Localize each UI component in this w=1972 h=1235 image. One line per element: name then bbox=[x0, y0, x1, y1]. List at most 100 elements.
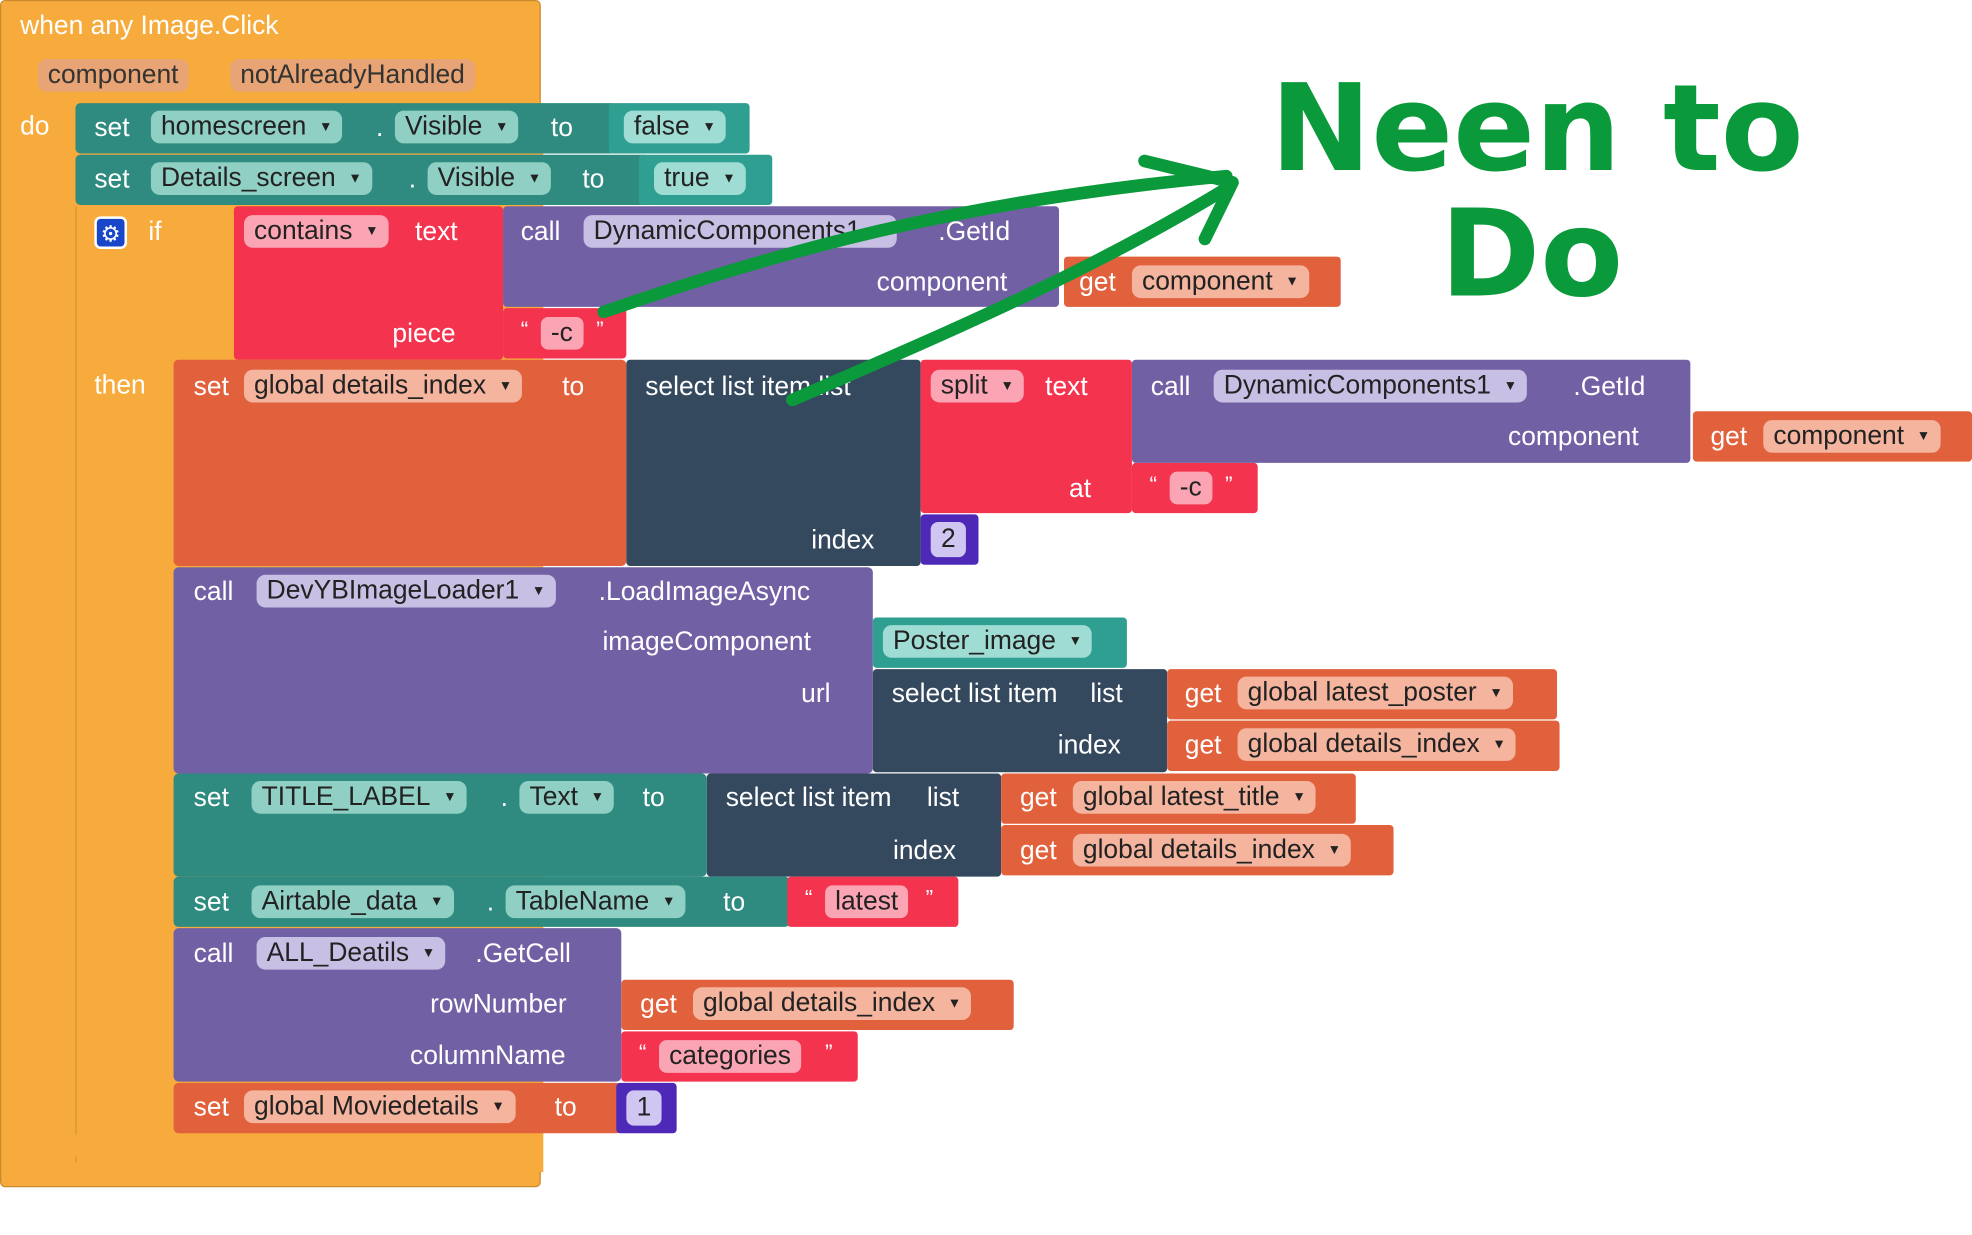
index-label: index bbox=[892, 836, 957, 866]
property-dropdown-visible[interactable]: Visible▼ bbox=[394, 110, 519, 144]
get-keyword: get bbox=[1184, 730, 1222, 760]
quote-open: “ bbox=[638, 1040, 647, 1066]
method-label-getid: .GetId bbox=[938, 217, 1011, 247]
quote-open: “ bbox=[1149, 471, 1158, 497]
to-label: to bbox=[554, 1092, 577, 1122]
component-dropdown-airtable-data[interactable]: Airtable_data▼ bbox=[251, 885, 454, 919]
list-label: list bbox=[926, 783, 960, 813]
annotation-arrow-stroke-1 bbox=[597, 169, 1233, 319]
param-component[interactable]: component bbox=[37, 59, 189, 92]
set-keyword: set bbox=[193, 887, 229, 917]
at-label: at bbox=[1069, 474, 1092, 504]
component-dropdown-details-screen[interactable]: Details_screen▼ bbox=[150, 162, 373, 195]
get-keyword: get bbox=[640, 989, 677, 1019]
get-keyword: get bbox=[1710, 422, 1748, 452]
number-value[interactable]: 1 bbox=[626, 1090, 662, 1126]
number-value[interactable]: 2 bbox=[930, 521, 966, 558]
quote-close: ” bbox=[596, 316, 604, 343]
variable-dropdown-latest-poster[interactable]: global latest_poster▼ bbox=[1237, 676, 1514, 710]
variable-dropdown-moviedetails[interactable]: global Moviedetails▼ bbox=[243, 1090, 516, 1124]
quote-close: ” bbox=[925, 885, 934, 911]
method-label-load-image-async: .LoadImageAsync bbox=[598, 577, 811, 607]
text-literal-value[interactable]: latest bbox=[825, 885, 909, 919]
dot-separator: . bbox=[408, 164, 417, 194]
select-list-item-label: select list item bbox=[891, 679, 1058, 709]
component-dropdown-dynamic-components[interactable]: DynamicComponents1▼ bbox=[583, 215, 898, 248]
boolean-dropdown-false[interactable]: false▼ bbox=[623, 110, 727, 144]
dot-separator: . bbox=[376, 113, 384, 143]
set-keyword: set bbox=[193, 783, 229, 813]
variable-dropdown-details-index[interactable]: global details_index▼ bbox=[692, 987, 972, 1020]
variable-dropdown-component[interactable]: component▼ bbox=[1763, 420, 1941, 453]
dot-separator: . bbox=[500, 783, 508, 813]
text-literal-value[interactable]: categories bbox=[659, 1040, 802, 1073]
call-keyword: call bbox=[193, 577, 234, 607]
quote-close: ” bbox=[1224, 471, 1233, 497]
variable-dropdown-component[interactable]: component▼ bbox=[1131, 265, 1310, 299]
call-keyword: call bbox=[520, 217, 561, 247]
if-bottom-arm bbox=[75, 1134, 234, 1160]
if-keyword: if bbox=[148, 217, 162, 247]
set-keyword: set bbox=[94, 164, 130, 194]
to-label: to bbox=[582, 164, 605, 194]
variable-dropdown-details-index[interactable]: global details_index▼ bbox=[1072, 833, 1352, 867]
text-label: text bbox=[1045, 372, 1088, 402]
contains-dropdown[interactable]: contains▼ bbox=[243, 215, 389, 248]
select-list-item-block[interactable] bbox=[706, 773, 1002, 877]
text-label: text bbox=[415, 217, 458, 247]
select-list-item-block[interactable] bbox=[872, 669, 1168, 773]
component-dropdown-poster-image[interactable]: Poster_image▼ bbox=[882, 625, 1093, 658]
call-keyword: call bbox=[193, 939, 234, 969]
component-arg-label: component bbox=[1507, 422, 1639, 452]
component-dropdown-dynamic-components[interactable]: DynamicComponents1▼ bbox=[1213, 369, 1528, 403]
quote-open: “ bbox=[804, 885, 813, 911]
variable-dropdown-details-index[interactable]: global details_index▼ bbox=[1237, 728, 1516, 761]
url-arg-label: url bbox=[801, 679, 831, 709]
piece-label: piece bbox=[392, 319, 456, 349]
list-label: list bbox=[1090, 679, 1123, 709]
call-keyword: call bbox=[1150, 372, 1191, 402]
component-arg-label: component bbox=[876, 267, 1008, 297]
component-dropdown-title-label[interactable]: TITLE_LABEL▼ bbox=[251, 781, 467, 814]
component-dropdown-homescreen[interactable]: homescreen▼ bbox=[150, 110, 343, 144]
annotation-text-line1: Neen to bbox=[1270, 59, 1803, 199]
component-dropdown-all-deatils[interactable]: ALL_Deatils▼ bbox=[256, 936, 446, 970]
then-keyword: then bbox=[94, 371, 146, 400]
boolean-dropdown-true[interactable]: true▼ bbox=[654, 162, 746, 195]
image-component-arg-label: imageComponent bbox=[602, 627, 811, 657]
text-literal-value[interactable]: -c bbox=[1169, 471, 1212, 505]
do-label: do bbox=[20, 111, 50, 141]
property-dropdown-visible[interactable]: Visible▼ bbox=[427, 162, 552, 195]
split-dropdown[interactable]: split▼ bbox=[930, 369, 1025, 403]
to-label: to bbox=[642, 783, 665, 813]
annotation-text-line2: Do bbox=[1440, 185, 1623, 325]
get-keyword: get bbox=[1019, 783, 1057, 813]
index-label: index bbox=[811, 525, 875, 555]
get-keyword: get bbox=[1019, 836, 1057, 866]
variable-dropdown-latest-title[interactable]: global latest_title▼ bbox=[1072, 781, 1316, 814]
to-label: to bbox=[562, 372, 585, 402]
set-keyword: set bbox=[193, 1092, 229, 1122]
select-list-item-block[interactable] bbox=[626, 359, 921, 566]
handwritten-annotation: Neen to Do bbox=[597, 59, 1804, 407]
property-dropdown-tablename[interactable]: TableName▼ bbox=[505, 885, 686, 919]
variable-dropdown-details-index[interactable]: global details_index▼ bbox=[243, 369, 523, 403]
if-mutator-gear-icon[interactable]: ⚙ bbox=[94, 216, 128, 250]
property-dropdown-text[interactable]: Text▼ bbox=[519, 781, 615, 814]
get-keyword: get bbox=[1184, 679, 1222, 709]
component-dropdown-image-loader[interactable]: DevYBImageLoader1▼ bbox=[256, 574, 556, 608]
quote-close: ” bbox=[825, 1040, 833, 1066]
set-keyword: set bbox=[193, 372, 229, 402]
set-keyword: set bbox=[94, 113, 130, 143]
row-number-arg-label: rowNumber bbox=[430, 989, 567, 1019]
annotation-arrow-stroke-2 bbox=[786, 182, 1233, 407]
to-label: to bbox=[550, 113, 573, 143]
select-list-item-label: select list item bbox=[725, 783, 892, 813]
method-label-getid: .GetId bbox=[1573, 372, 1646, 402]
quote-open: “ bbox=[520, 316, 529, 343]
param-not-already-handled[interactable]: notAlreadyHandled bbox=[230, 59, 475, 92]
column-name-arg-label: columnName bbox=[410, 1041, 566, 1071]
index-label: index bbox=[1057, 730, 1121, 760]
text-literal-value[interactable]: -c bbox=[540, 316, 583, 350]
